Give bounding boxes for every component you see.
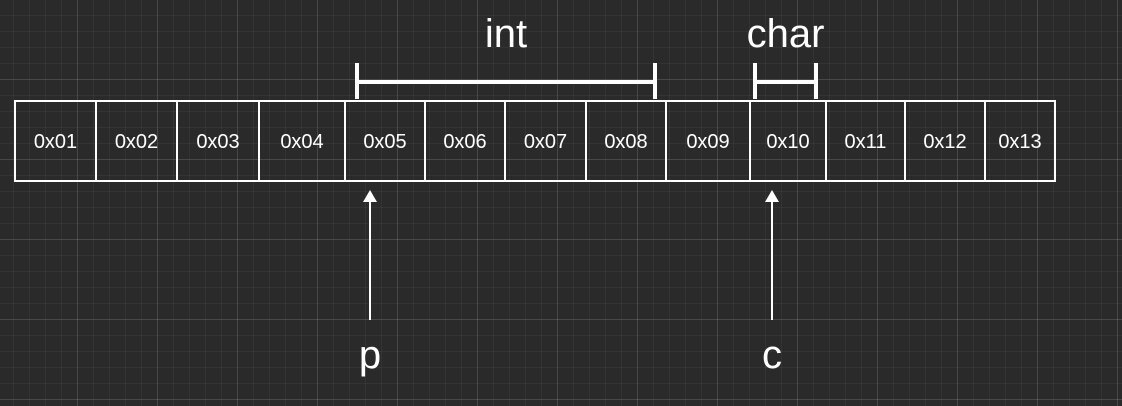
memory-cell-address: 0x04: [280, 131, 323, 153]
memory-cell-address: 0x07: [524, 131, 567, 153]
memory-cell-address: 0x10: [766, 131, 809, 153]
type-span-int: int: [355, 12, 657, 99]
pointer-arrow-head: [765, 190, 779, 202]
memory-cell-box: [984, 100, 1056, 182]
memory-cell: 0x03: [176, 100, 260, 182]
pointer-label: c: [762, 333, 782, 377]
memory-cell: 0x12: [904, 100, 986, 182]
pointer-p: p: [359, 190, 381, 377]
pointer-arrow-head: [363, 190, 377, 202]
memory-cell-address: 0x12: [923, 131, 966, 153]
memory-cell: 0x06: [424, 100, 506, 182]
type-span-char: char: [747, 12, 825, 99]
memory-cell-address: 0x11: [845, 131, 887, 153]
memory-cell: 0x13: [984, 100, 1056, 182]
memory-cell-address: 0x06: [443, 131, 486, 153]
memory-cell: 0x05: [344, 100, 426, 182]
memory-cell-address: 0x09: [686, 131, 729, 153]
memory-cell: 0x01: [14, 100, 97, 182]
pointer-label: p: [359, 333, 381, 377]
memory-cell-address: 0x13: [998, 131, 1041, 153]
memory-cell: 0x09: [665, 100, 751, 182]
type-label: char: [747, 12, 825, 56]
memory-cell-address: 0x01: [34, 131, 77, 153]
memory-cell: 0x04: [258, 100, 346, 182]
memory-cell: 0x07: [504, 100, 587, 182]
memory-cell-address: 0x08: [604, 131, 647, 153]
memory-cell: 0x11: [825, 100, 906, 182]
pointer-c: c: [762, 190, 782, 377]
memory-cell-address: 0x03: [196, 131, 239, 153]
memory-cell: 0x10: [749, 100, 827, 182]
memory-cell: 0x08: [585, 100, 667, 182]
type-label: int: [485, 12, 527, 56]
memory-cell-address: 0x05: [363, 131, 406, 153]
memory-cell-address: 0x02: [115, 131, 158, 153]
memory-cell: 0x02: [95, 100, 178, 182]
